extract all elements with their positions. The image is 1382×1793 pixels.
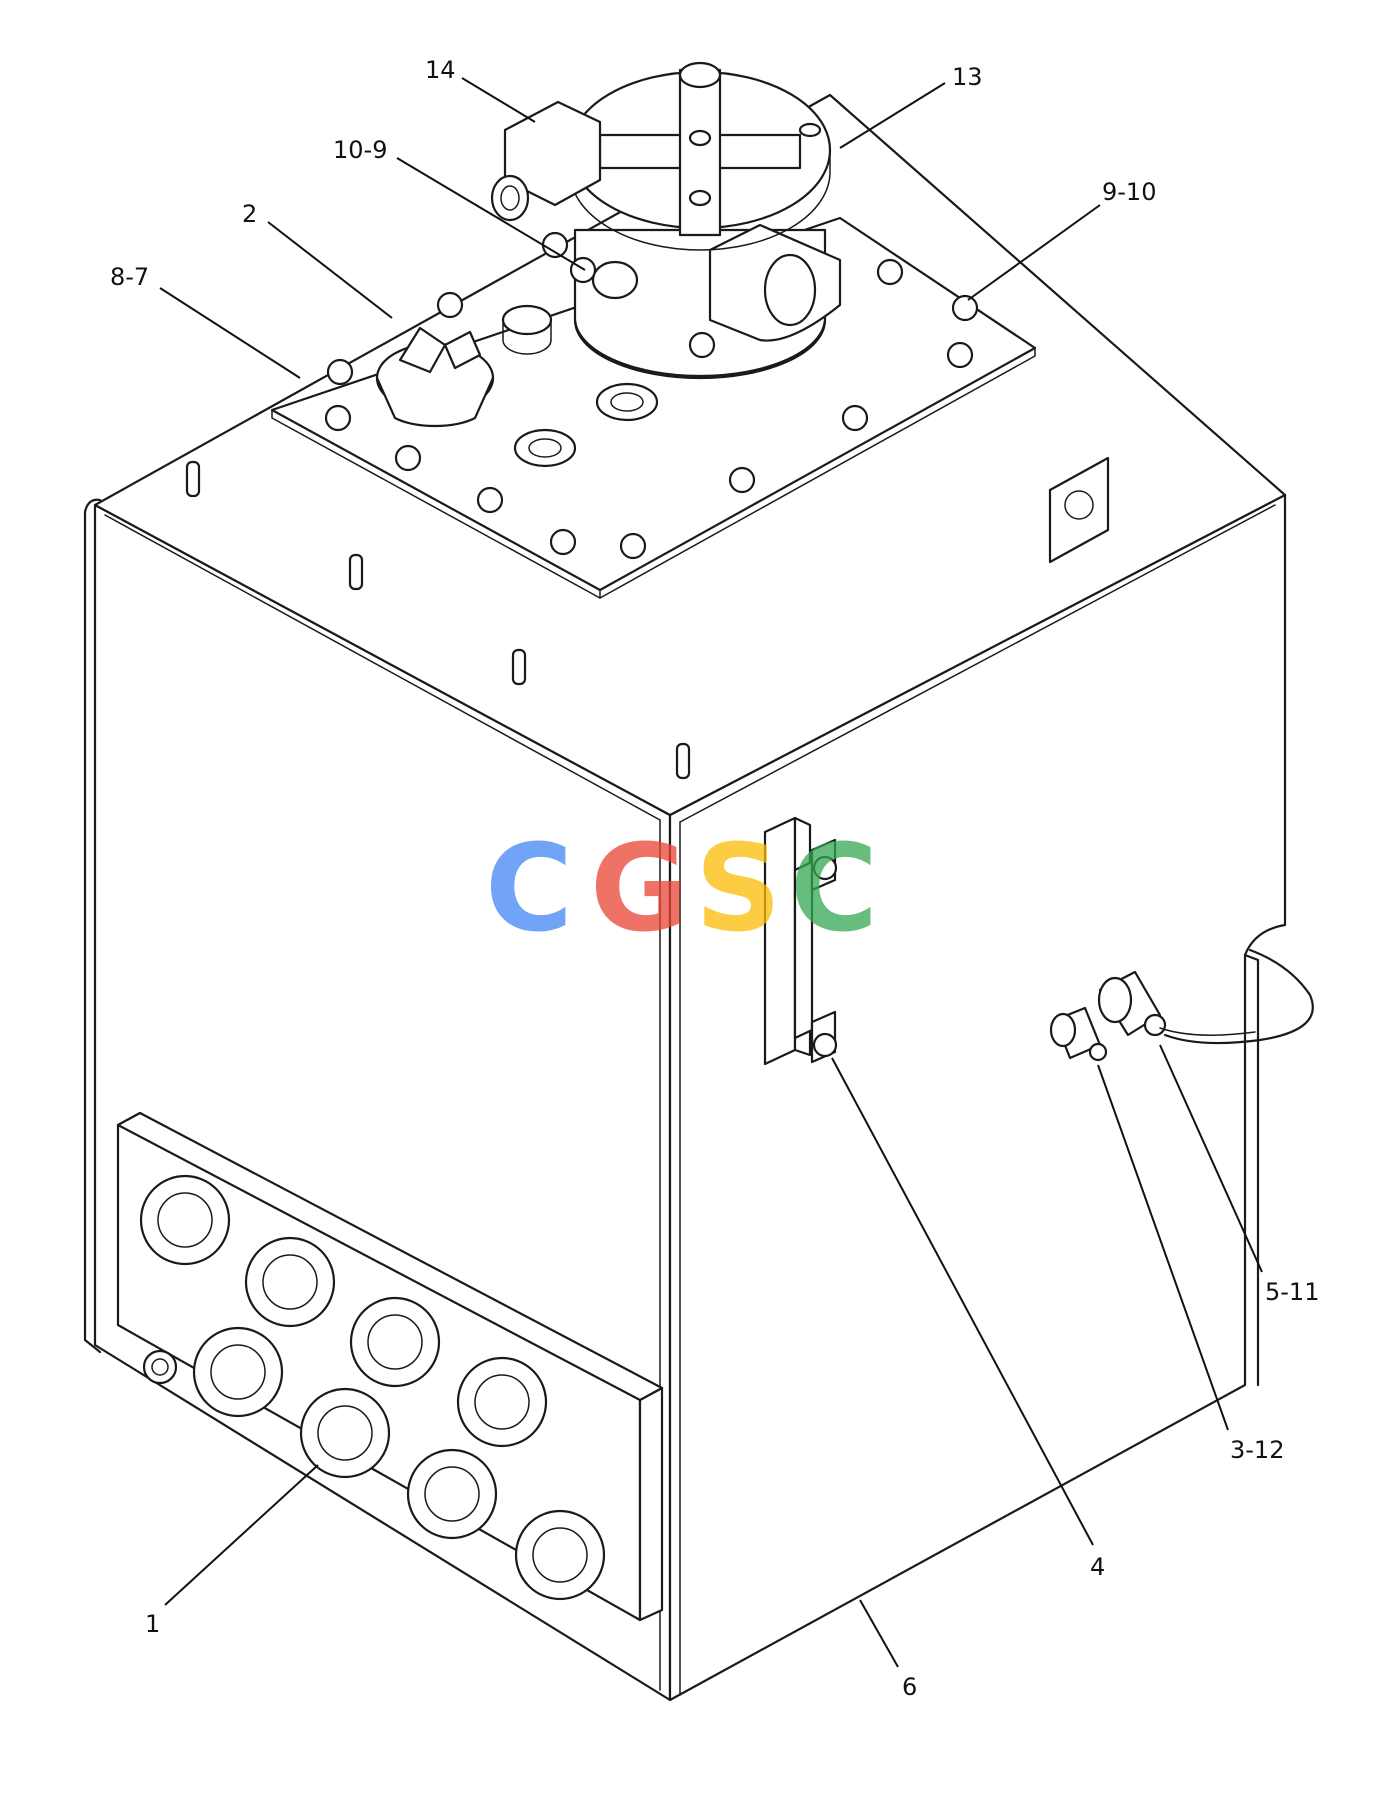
stud-icon [185, 460, 691, 780]
port-nut-icon [139, 1174, 606, 1601]
callout-2: 2 [242, 200, 257, 228]
port-manifold-icon [116, 1111, 664, 1622]
callout-4: 4 [1090, 1553, 1105, 1581]
leader-lines [159, 77, 1263, 1668]
callout-5-11: 5-11 [1265, 1278, 1319, 1306]
breather-icon [490, 61, 842, 380]
callout-6: 6 [902, 1673, 917, 1701]
callout-14: 14 [425, 56, 456, 84]
cover-plate-icon [270, 216, 1037, 599]
watermark-letter: G [590, 820, 689, 959]
watermark: C G S C [485, 820, 878, 959]
tag-plate-icon [1048, 456, 1110, 564]
callout-13: 13 [952, 63, 983, 91]
callout-labels: 14 13 10-9 2 9-10 8-7 5-11 3-12 4 1 6 [110, 56, 1319, 1701]
plug-icon [501, 304, 659, 468]
watermark-letter: S [695, 820, 781, 959]
callout-8-7: 8-7 [110, 263, 149, 291]
callout-1: 1 [145, 1610, 160, 1638]
watermark-letter: C [485, 820, 573, 959]
bolt-icon [324, 258, 979, 560]
callout-10-9: 10-9 [333, 136, 387, 164]
callout-9-10: 9-10 [1102, 178, 1156, 206]
sensor-icon [1049, 948, 1314, 1062]
callout-3-12: 3-12 [1230, 1436, 1284, 1464]
sight-gauge-icon [763, 816, 838, 1066]
watermark-letter: C [790, 820, 878, 959]
filler-cap-icon [375, 326, 495, 428]
